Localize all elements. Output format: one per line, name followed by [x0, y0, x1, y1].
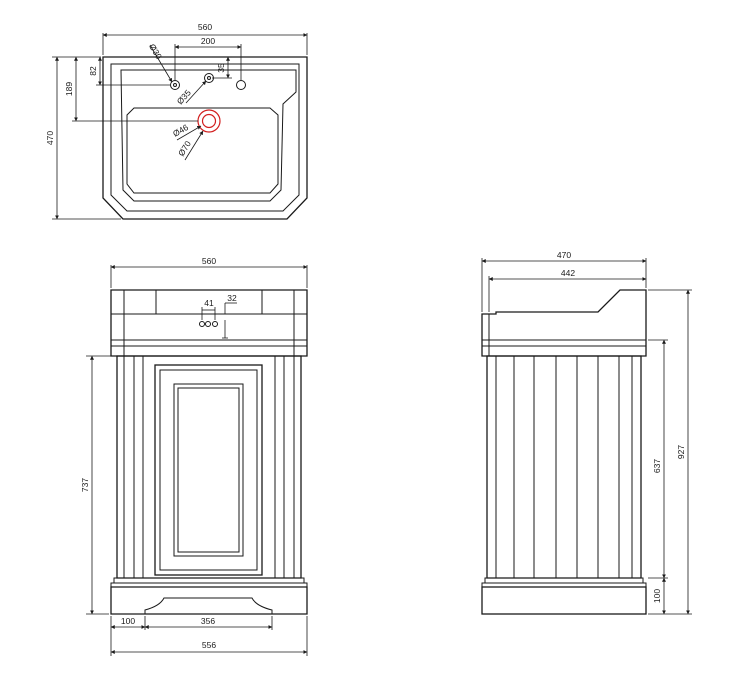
dim-label-470-side: 470: [557, 250, 571, 260]
dim-label-41: 41: [204, 298, 214, 308]
front-view: 560 41 32: [80, 256, 308, 656]
front-tap-holes: [199, 320, 228, 339]
dimension-556: 556: [110, 640, 308, 654]
dimension-35: 35: [212, 56, 232, 79]
cabinet-front: [116, 355, 302, 579]
plinth-side: [481, 577, 647, 615]
plan-view: 560 200 470 189 82: [45, 22, 308, 220]
dimension-737: 737: [80, 355, 115, 615]
basin-side: [481, 289, 647, 357]
dimension-560-plan: 560: [102, 22, 308, 55]
basin-front: [110, 289, 308, 357]
dimension-927: 927: [648, 289, 692, 615]
dim-label-32: 32: [227, 293, 237, 303]
label-waste-outer-dia: Ø70: [176, 139, 193, 158]
dimension-560-front: 560: [110, 256, 308, 288]
waste-outlet: [197, 109, 221, 133]
label-overflow-dia: Ø35: [175, 87, 193, 106]
dimension-41-32: 41 32: [201, 293, 237, 320]
dim-label-470: 470: [45, 131, 55, 145]
dimension-189: 189: [64, 56, 198, 122]
leader-lines: [149, 44, 207, 161]
cabinet-side: [486, 355, 642, 579]
dimension-82: 82: [88, 56, 170, 86]
dimension-470-side: 470: [481, 250, 647, 312]
overflow-hole-inner: [207, 76, 211, 80]
dim-label-637: 637: [652, 459, 662, 473]
dimension-100-side: 100: [652, 577, 666, 615]
plinth-front: [110, 577, 308, 615]
dim-label-442: 442: [561, 268, 575, 278]
dimension-470-plan: 470: [45, 56, 121, 220]
dimension-100-356: 100 356: [110, 616, 308, 656]
dim-label-560: 560: [198, 22, 212, 32]
dim-label-189: 189: [64, 82, 74, 96]
dim-label-356: 356: [201, 616, 215, 626]
dimension-442: 442: [488, 268, 647, 312]
dimension-200: 200: [174, 36, 242, 80]
tap-hole-right: [236, 80, 246, 90]
tap-hole-left-inner: [173, 83, 177, 87]
dim-label-100-front: 100: [121, 616, 135, 626]
basin-outline: [102, 56, 308, 220]
dim-label-556: 556: [202, 640, 216, 650]
dim-label-100-side: 100: [652, 589, 662, 603]
side-view: 470 442 927 637 100: [481, 250, 692, 615]
dim-label-82: 82: [88, 66, 98, 76]
dim-label-35: 35: [216, 63, 226, 73]
label-tap-hole-dia: Ø30: [147, 42, 164, 61]
dim-label-560-front: 560: [202, 256, 216, 266]
label-waste-dia: Ø46: [171, 122, 190, 139]
dimension-637: 637: [648, 339, 668, 579]
dim-label-737: 737: [80, 478, 90, 492]
tap-holes: [170, 73, 246, 90]
cabinet-door: [154, 364, 263, 576]
dim-label-927: 927: [676, 445, 686, 459]
dim-label-200: 200: [201, 36, 215, 46]
